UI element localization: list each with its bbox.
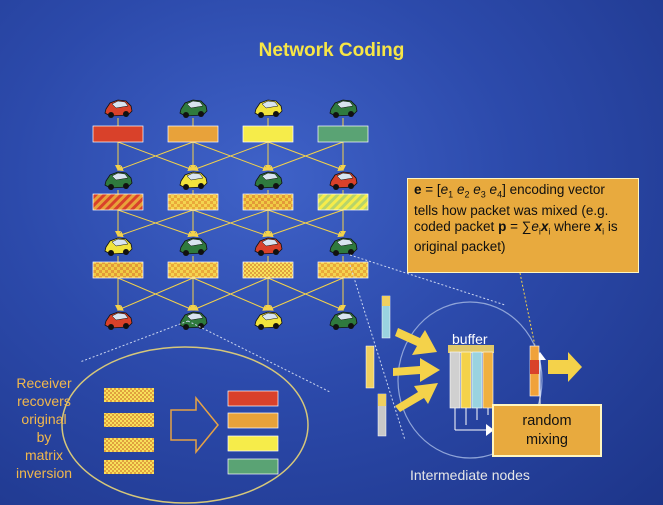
car-icon [179, 237, 208, 256]
packet-block [167, 125, 219, 143]
input-arrow-3-icon [395, 383, 438, 412]
car-icon [179, 99, 208, 118]
buffer-label: buffer [452, 331, 488, 347]
car-icon [179, 171, 208, 190]
receiver-zoom [61, 320, 331, 504]
receiver-line: recovers [17, 393, 71, 409]
car-icon [179, 311, 208, 330]
network-links [115, 118, 346, 311]
intermediate-circle [397, 301, 543, 459]
car-icon [254, 311, 283, 330]
decode-arrow-icon [170, 395, 219, 455]
packet-block [92, 193, 144, 211]
car-icon [329, 311, 358, 330]
original-packet-orange [227, 412, 279, 429]
original-packet-yellow [227, 435, 279, 452]
packet-block [242, 193, 294, 211]
car-icon [104, 237, 133, 256]
link-arrow [192, 209, 269, 238]
coded-packet-4 [104, 460, 154, 474]
coded-packet-2 [104, 413, 154, 427]
car-icon [104, 311, 133, 330]
coded-packet-1 [104, 388, 154, 402]
link-arrow [267, 141, 344, 172]
link-arrow [117, 141, 194, 172]
car-icon [254, 99, 283, 118]
packet-block [317, 261, 369, 279]
receiver-caption: Receiver recovers original by matrix inv… [8, 374, 80, 482]
packet-block [92, 125, 144, 143]
link-arrow [192, 277, 269, 311]
mixing-label-line: mixing [526, 432, 568, 448]
link-arrow [117, 209, 194, 238]
mixing-label-line: random [522, 413, 572, 429]
car-icon [329, 237, 358, 256]
car-icon [254, 171, 283, 190]
car-icon [104, 99, 133, 118]
input-arrow-1-icon [395, 328, 437, 355]
link-arrow [117, 277, 194, 311]
input-arrow-2-icon [393, 358, 440, 382]
slide-title: Network Coding [258, 40, 405, 61]
packet-block [242, 261, 294, 279]
packet-block [167, 193, 219, 211]
callout-pointer [519, 272, 536, 347]
vehicle-nodes [104, 99, 358, 330]
car-icon [254, 237, 283, 256]
packet-blocks [92, 125, 369, 279]
output-arrow-icon [548, 352, 582, 382]
random-mixing-box: random mixing [492, 404, 602, 457]
receiver-line: original [21, 411, 67, 427]
link-arrow [267, 209, 344, 238]
receiver-line: inversion [15, 465, 73, 481]
packet-block [92, 261, 144, 279]
receiver-line: Receiver [16, 375, 72, 391]
receiver-circle [61, 346, 309, 504]
original-packet-red [227, 390, 279, 407]
original-packet-green [227, 458, 279, 475]
packet-block [167, 261, 219, 279]
link-arrow [267, 277, 344, 311]
packet-block [317, 125, 369, 143]
encoding-vector-callout: e = [e1 e2 e3 e4] encoding vector tells … [407, 178, 639, 273]
intermediate-zoom [349, 254, 582, 459]
packet-block [317, 193, 369, 211]
car-icon [329, 99, 358, 118]
packet-block [242, 125, 294, 143]
car-icon [329, 171, 358, 190]
coded-packet-3 [104, 438, 154, 452]
receiver-line: by [36, 429, 52, 445]
link-arrow [192, 141, 269, 172]
receiver-line: matrix [24, 447, 64, 463]
intermediate-nodes-label: Intermediate nodes [410, 467, 530, 483]
car-icon [104, 171, 133, 190]
